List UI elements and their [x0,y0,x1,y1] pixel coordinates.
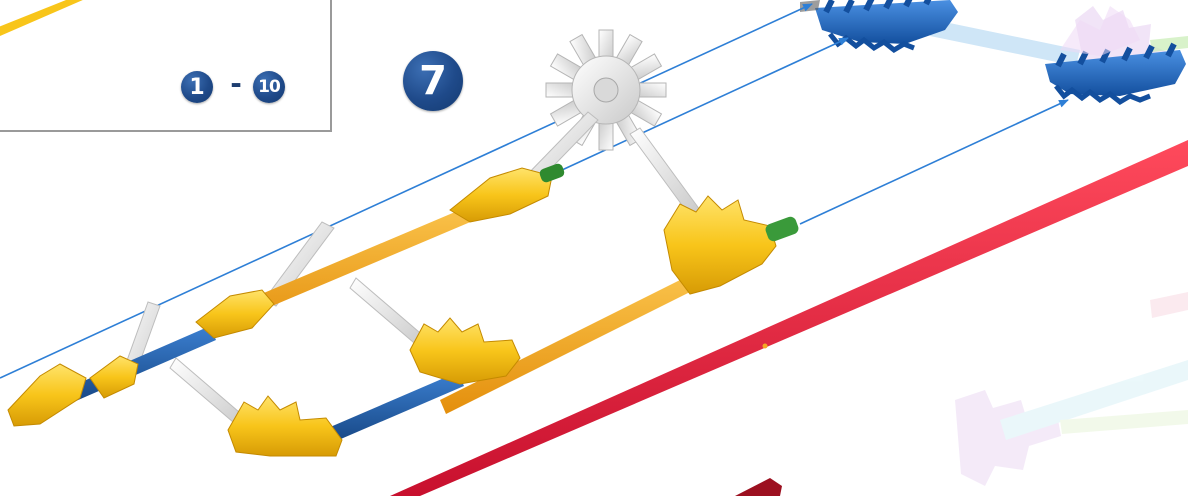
yellow-connector-upper-right [450,168,552,222]
yellow-connector-left-end [8,364,86,426]
white-rod-gear-right [630,128,700,216]
range-start-badge: 1 [181,71,213,103]
dark-red-rod-end [735,478,782,496]
inset-panel: 1 - 10 [0,0,332,132]
green-cap-right-icon [764,215,800,243]
yellow-gear-lower-middle-icon [410,318,520,384]
top-right-gears [800,0,1188,102]
guide-line-lower [800,100,1068,224]
yellow-gear-right-icon [664,196,776,294]
white-rods [120,112,700,428]
white-gear-icon [546,30,666,150]
yellow-gear-lower-left-icon [228,396,342,456]
range-separator: - [226,67,246,100]
blue-gear-upper-icon [800,0,958,50]
range-end-badge: 10 [253,71,285,103]
step-number-badge: 7 [403,51,463,111]
faded-pink-rod [1150,292,1188,318]
red-rod-mark [763,344,768,349]
light-blue-rod-top [930,20,1080,66]
white-rod-diag-2 [350,278,426,348]
inset-rod-icon [0,0,116,36]
yellow-connector-mid-1 [196,290,274,338]
faded-background-parts [955,292,1188,486]
